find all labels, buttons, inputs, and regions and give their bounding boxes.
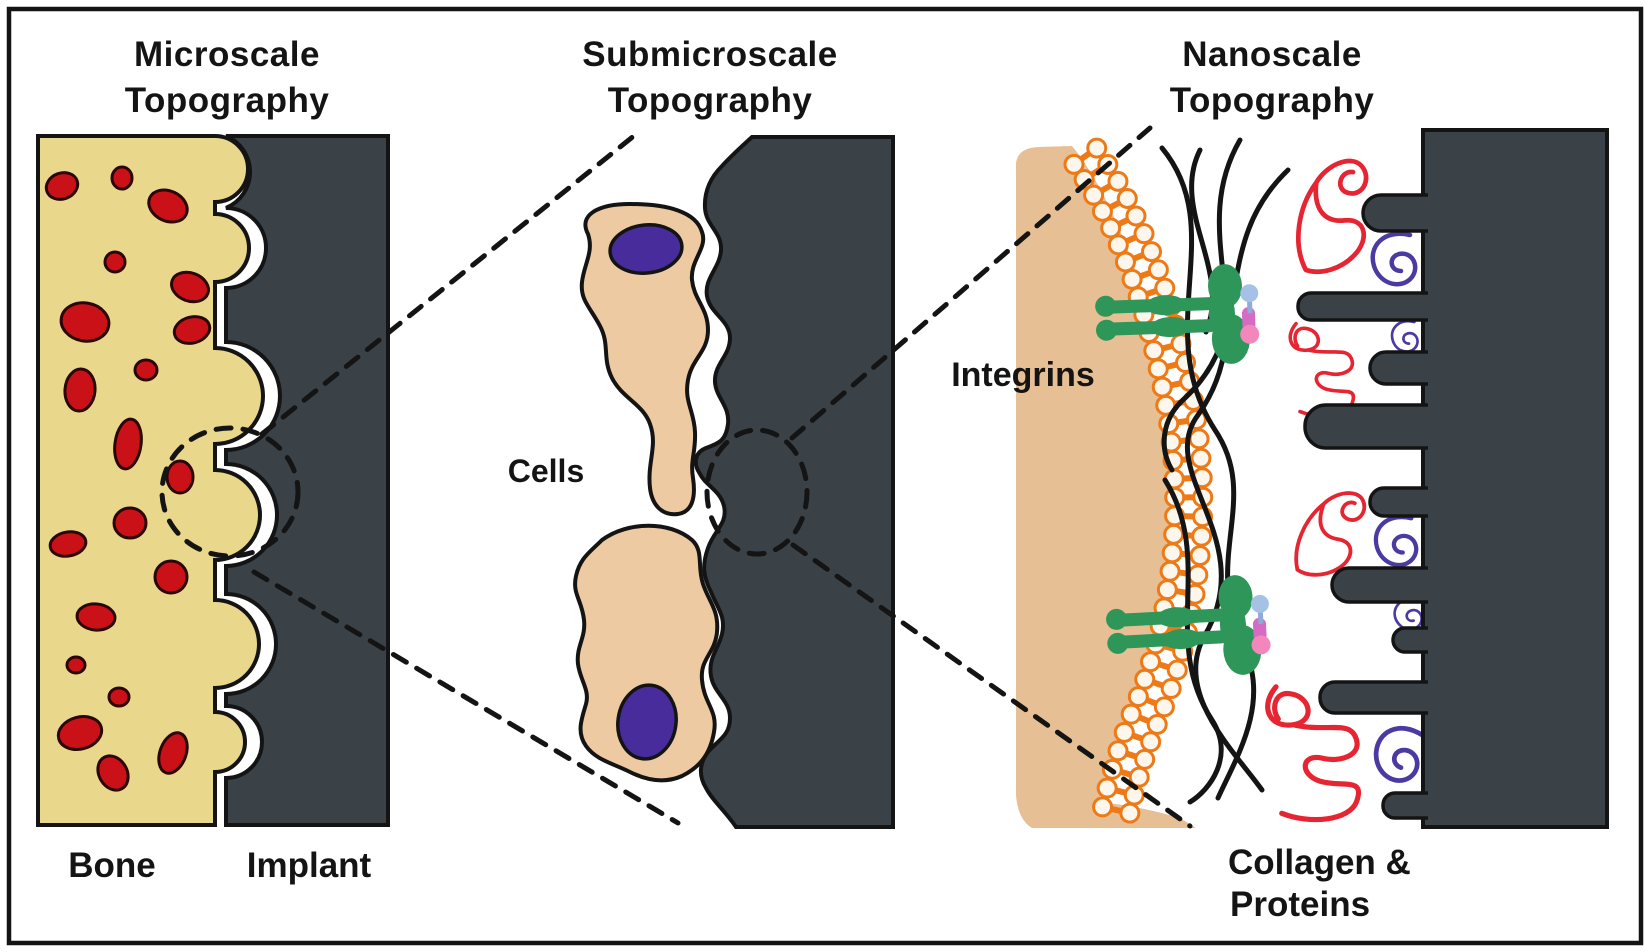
title-microscale-line2: Topography [125,81,330,120]
implant-block-nano [1296,128,1609,829]
label-implant: Implant [247,846,372,885]
lipid-head [1107,170,1129,192]
integrin-lower [1106,575,1271,675]
cell-lower-nucleus [616,683,678,761]
lipid-head [1086,137,1108,159]
lipid-head [1151,376,1173,398]
lipid-head [1147,358,1169,380]
lipid-head [1100,217,1122,239]
lipid-head [1153,696,1175,718]
zoom-line-submicro-top [789,125,1153,441]
figure-frame [6,6,1644,946]
lipid-head [1133,223,1155,245]
zoom-circle-submicro [704,427,810,557]
lipid-head [1146,713,1168,735]
lipid-head [1092,796,1114,818]
lipid-head [1096,777,1118,799]
integrin-pink-subunit [1240,324,1260,344]
lipid-head [1107,234,1129,256]
implant-block-micro [224,134,390,827]
lipid-head [1163,523,1185,545]
panel-nanoscale: Nanoscale Topography Integrins Collagen … [951,35,1609,924]
lipid-head [1161,542,1183,564]
zoom-circle-micro [159,425,301,559]
lipid-head [1140,651,1162,673]
zoom-line-micro-bottom [251,569,681,826]
title-submicroscale-line1: Submicroscale [582,35,838,74]
lipid-head [1187,564,1209,586]
title-nanoscale-line1: Nanoscale [1182,35,1362,74]
lipid-head [1166,659,1188,681]
lipid-head [1140,241,1162,263]
panel-microscale: Microscale Topography Bone Implant [36,35,390,885]
lipid-head [1113,721,1135,743]
lipid-head [1107,740,1129,762]
panel-submicroscale: Submicroscale Topography Cells [508,35,895,829]
cell-body-nano [1016,146,1196,828]
lipid-head [1147,259,1169,281]
lipid-head [1134,668,1156,690]
label-integrins: Integrins [951,356,1095,394]
lipid-head [1063,153,1085,175]
implant-body-fill [1428,134,1603,823]
label-collagen-line2: Proteins [1230,885,1370,924]
lipid-head [1127,686,1149,708]
label-bone: Bone [68,846,156,885]
lipid-head [1091,200,1113,222]
lipid-head [1143,340,1165,362]
lipid-head [1140,731,1162,753]
zoom-line-micro-top [259,128,643,437]
label-collagen-line1: Collagen & [1228,843,1411,882]
lipid-head [1160,678,1182,700]
title-nanoscale-line2: Topography [1170,81,1375,120]
integrin-pink-subunit [1251,635,1271,655]
bone-marrow-spots [44,165,212,792]
lipid-head [1120,703,1142,725]
lipid-head [1189,545,1211,567]
cell-upper-nucleus [608,223,684,275]
integrin-upper [1095,264,1260,364]
lipid-head [1191,525,1213,547]
lipid-head [1083,184,1105,206]
implant-block-submicro [693,135,895,829]
lipid-head [1121,268,1143,290]
lipid-head [1119,802,1141,824]
lipid-head [1116,187,1138,209]
proteins-purple [1370,231,1426,783]
lipid-head [1154,277,1176,299]
zoom-annotations [159,125,1193,829]
lipid-head [1114,251,1136,273]
integrin-blue-subunit [1240,284,1259,303]
title-microscale-line1: Microscale [134,35,320,74]
lipid-head [1159,560,1181,582]
integrin-blue-subunit [1250,594,1269,613]
lipid-head [1188,428,1210,450]
lipid-head [1125,205,1147,227]
lipid-head [1156,579,1178,601]
cell-upper [579,201,711,517]
zoom-line-submicro-bottom [790,542,1193,829]
proteins-red [1265,158,1369,823]
cell-lower [573,523,720,783]
lipid-head [1134,748,1156,770]
label-cells: Cells [508,453,584,489]
title-submicroscale-line2: Topography [608,81,813,120]
lipid-head [1190,447,1212,469]
